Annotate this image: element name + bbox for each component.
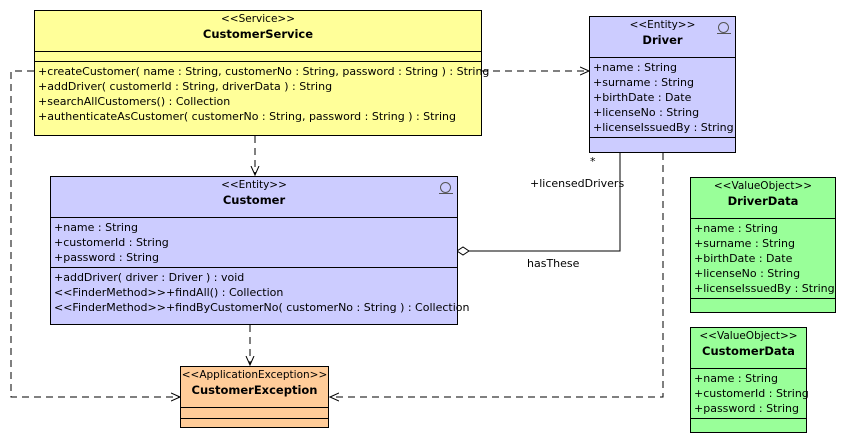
class-driver[interactable]: <<Entity>> Driver +name : String +surnam… xyxy=(589,16,736,153)
operation: +createCustomer( name : String, customer… xyxy=(38,65,490,78)
attributes-section: +name : String +customerId : String +pas… xyxy=(51,218,457,268)
operations-section xyxy=(181,419,328,428)
operation: +searchAllCustomers() : Collection xyxy=(38,95,231,108)
attribute: +surname : String xyxy=(694,237,795,250)
class-name: DriverData xyxy=(727,194,799,208)
class-customer-data[interactable]: <<ValueObject>> CustomerData +name : Str… xyxy=(690,327,809,433)
attribute: +licenseNo : String xyxy=(694,267,801,280)
attributes-section: +name : String +surname : String +birthD… xyxy=(691,219,835,299)
class-customer[interactable]: <<Entity>> Customer +name : String +cust… xyxy=(50,176,470,325)
stereotype: <<Entity>> xyxy=(629,19,696,31)
operation: <<FinderMethod>>+findByCustomerNo( custo… xyxy=(54,301,470,314)
class-name: CustomerException xyxy=(191,383,318,397)
stereotype: <<ValueObject>> xyxy=(713,180,813,192)
attribute: +surname : String xyxy=(593,76,694,89)
class-customer-exception[interactable]: <<ApplicationException>> CustomerExcepti… xyxy=(180,366,329,428)
attribute: +birthDate : Date xyxy=(694,252,793,265)
attribute: +birthDate : Date xyxy=(593,91,692,104)
attribute: +licenseIssuedBy : String xyxy=(593,121,734,134)
attribute: +licenseIssuedBy : String xyxy=(694,282,835,295)
association-role-label: +licensedDrivers xyxy=(530,177,625,190)
operation: <<FinderMethod>>+findAll() : Collection xyxy=(54,286,284,299)
attributes-section: +name : String +customerId : String +pas… xyxy=(691,369,809,419)
operations-section xyxy=(590,138,735,146)
attribute: +name : String xyxy=(54,221,138,234)
association-multiplicity: * xyxy=(590,155,596,168)
aggregation-diamond xyxy=(456,246,470,256)
attributes-section: +name : String +surname : String +birthD… xyxy=(590,58,735,138)
entity-icon xyxy=(717,22,731,34)
attribute: +customerId : String xyxy=(694,387,809,400)
class-driver-data[interactable]: <<ValueObject>> DriverData +name : Strin… xyxy=(690,177,836,313)
operations-section xyxy=(691,419,806,427)
class-name: CustomerService xyxy=(202,27,314,41)
entity-icon xyxy=(439,182,453,194)
attributes-section xyxy=(35,52,481,62)
attributes-section xyxy=(181,408,328,419)
class-name: Driver xyxy=(642,33,683,47)
operation: +authenticateAsCustomer( customerNo : St… xyxy=(38,110,457,123)
attribute: +name : String xyxy=(694,222,778,235)
class-customer-service[interactable]: <<Service>> CustomerService +createCusto… xyxy=(34,10,490,136)
class-name: CustomerData xyxy=(702,344,795,358)
attribute: +name : String xyxy=(593,61,677,74)
attribute: +customerId : String xyxy=(54,236,169,249)
stereotype: <<Entity>> xyxy=(221,179,287,191)
association-has-these xyxy=(469,153,621,252)
attribute: +name : String xyxy=(694,372,778,385)
dependency-service-to-exception xyxy=(10,70,180,397)
operations-section xyxy=(691,299,835,307)
stereotype: <<ValueObject>> xyxy=(699,330,798,342)
stereotype: <<Service>> xyxy=(221,13,295,25)
dependency-driver-to-exception xyxy=(330,153,664,397)
operation: +addDriver( customerId : String, driverD… xyxy=(38,80,333,93)
operations-section: +addDriver( driver : Driver ) : void <<F… xyxy=(51,268,470,317)
operations-section: +createCustomer( name : String, customer… xyxy=(35,62,490,126)
attribute: +password : String xyxy=(54,251,159,264)
attribute: +password : String xyxy=(694,402,799,415)
stereotype: <<ApplicationException>> xyxy=(181,369,328,381)
attribute: +licenseNo : String xyxy=(593,106,700,119)
association-name-label: hasThese xyxy=(527,257,580,270)
class-name: Customer xyxy=(222,193,286,207)
operation: +addDriver( driver : Driver ) : void xyxy=(54,271,245,284)
